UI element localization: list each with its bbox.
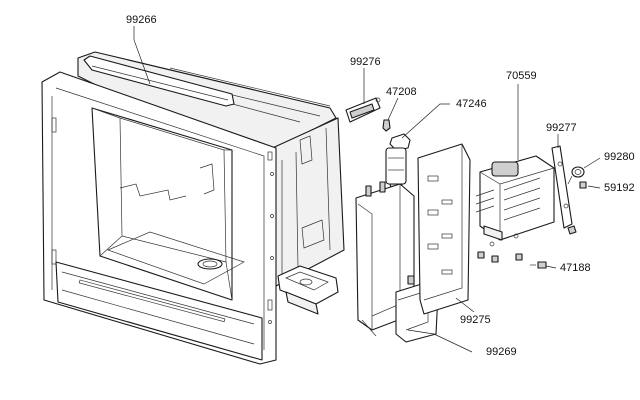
magnetron-70559: [475, 155, 555, 247]
oven-cavity-frame: [41, 51, 345, 365]
thermostat-99280: [567, 166, 585, 185]
callout-99275: 99275: [460, 314, 491, 326]
callout-47188: 47188: [560, 262, 591, 274]
callout-99266: 99266: [126, 14, 157, 26]
screw-47208: [382, 119, 391, 132]
fuse-holder-47246: [385, 133, 411, 193]
callout-47246: 47246: [456, 98, 487, 110]
bracket-99276: [345, 97, 381, 123]
callout-59192: 59192: [604, 182, 635, 194]
screw-59192: [579, 181, 587, 189]
callout-99269: 99269: [486, 346, 517, 358]
callout-70559: 70559: [506, 70, 537, 82]
turntable-motor-plate: [277, 265, 339, 315]
callout-99280: 99280: [604, 151, 635, 163]
screw-47188: [530, 261, 547, 269]
screws-magnetron: [477, 251, 523, 263]
side-panel-99275: [417, 143, 471, 315]
callout-47208: 47208: [386, 86, 417, 98]
strip-99277: [551, 145, 577, 235]
callout-99277: 99277: [546, 122, 577, 134]
leader-lines: [133, 26, 601, 353]
callout-99276: 99276: [350, 56, 381, 68]
